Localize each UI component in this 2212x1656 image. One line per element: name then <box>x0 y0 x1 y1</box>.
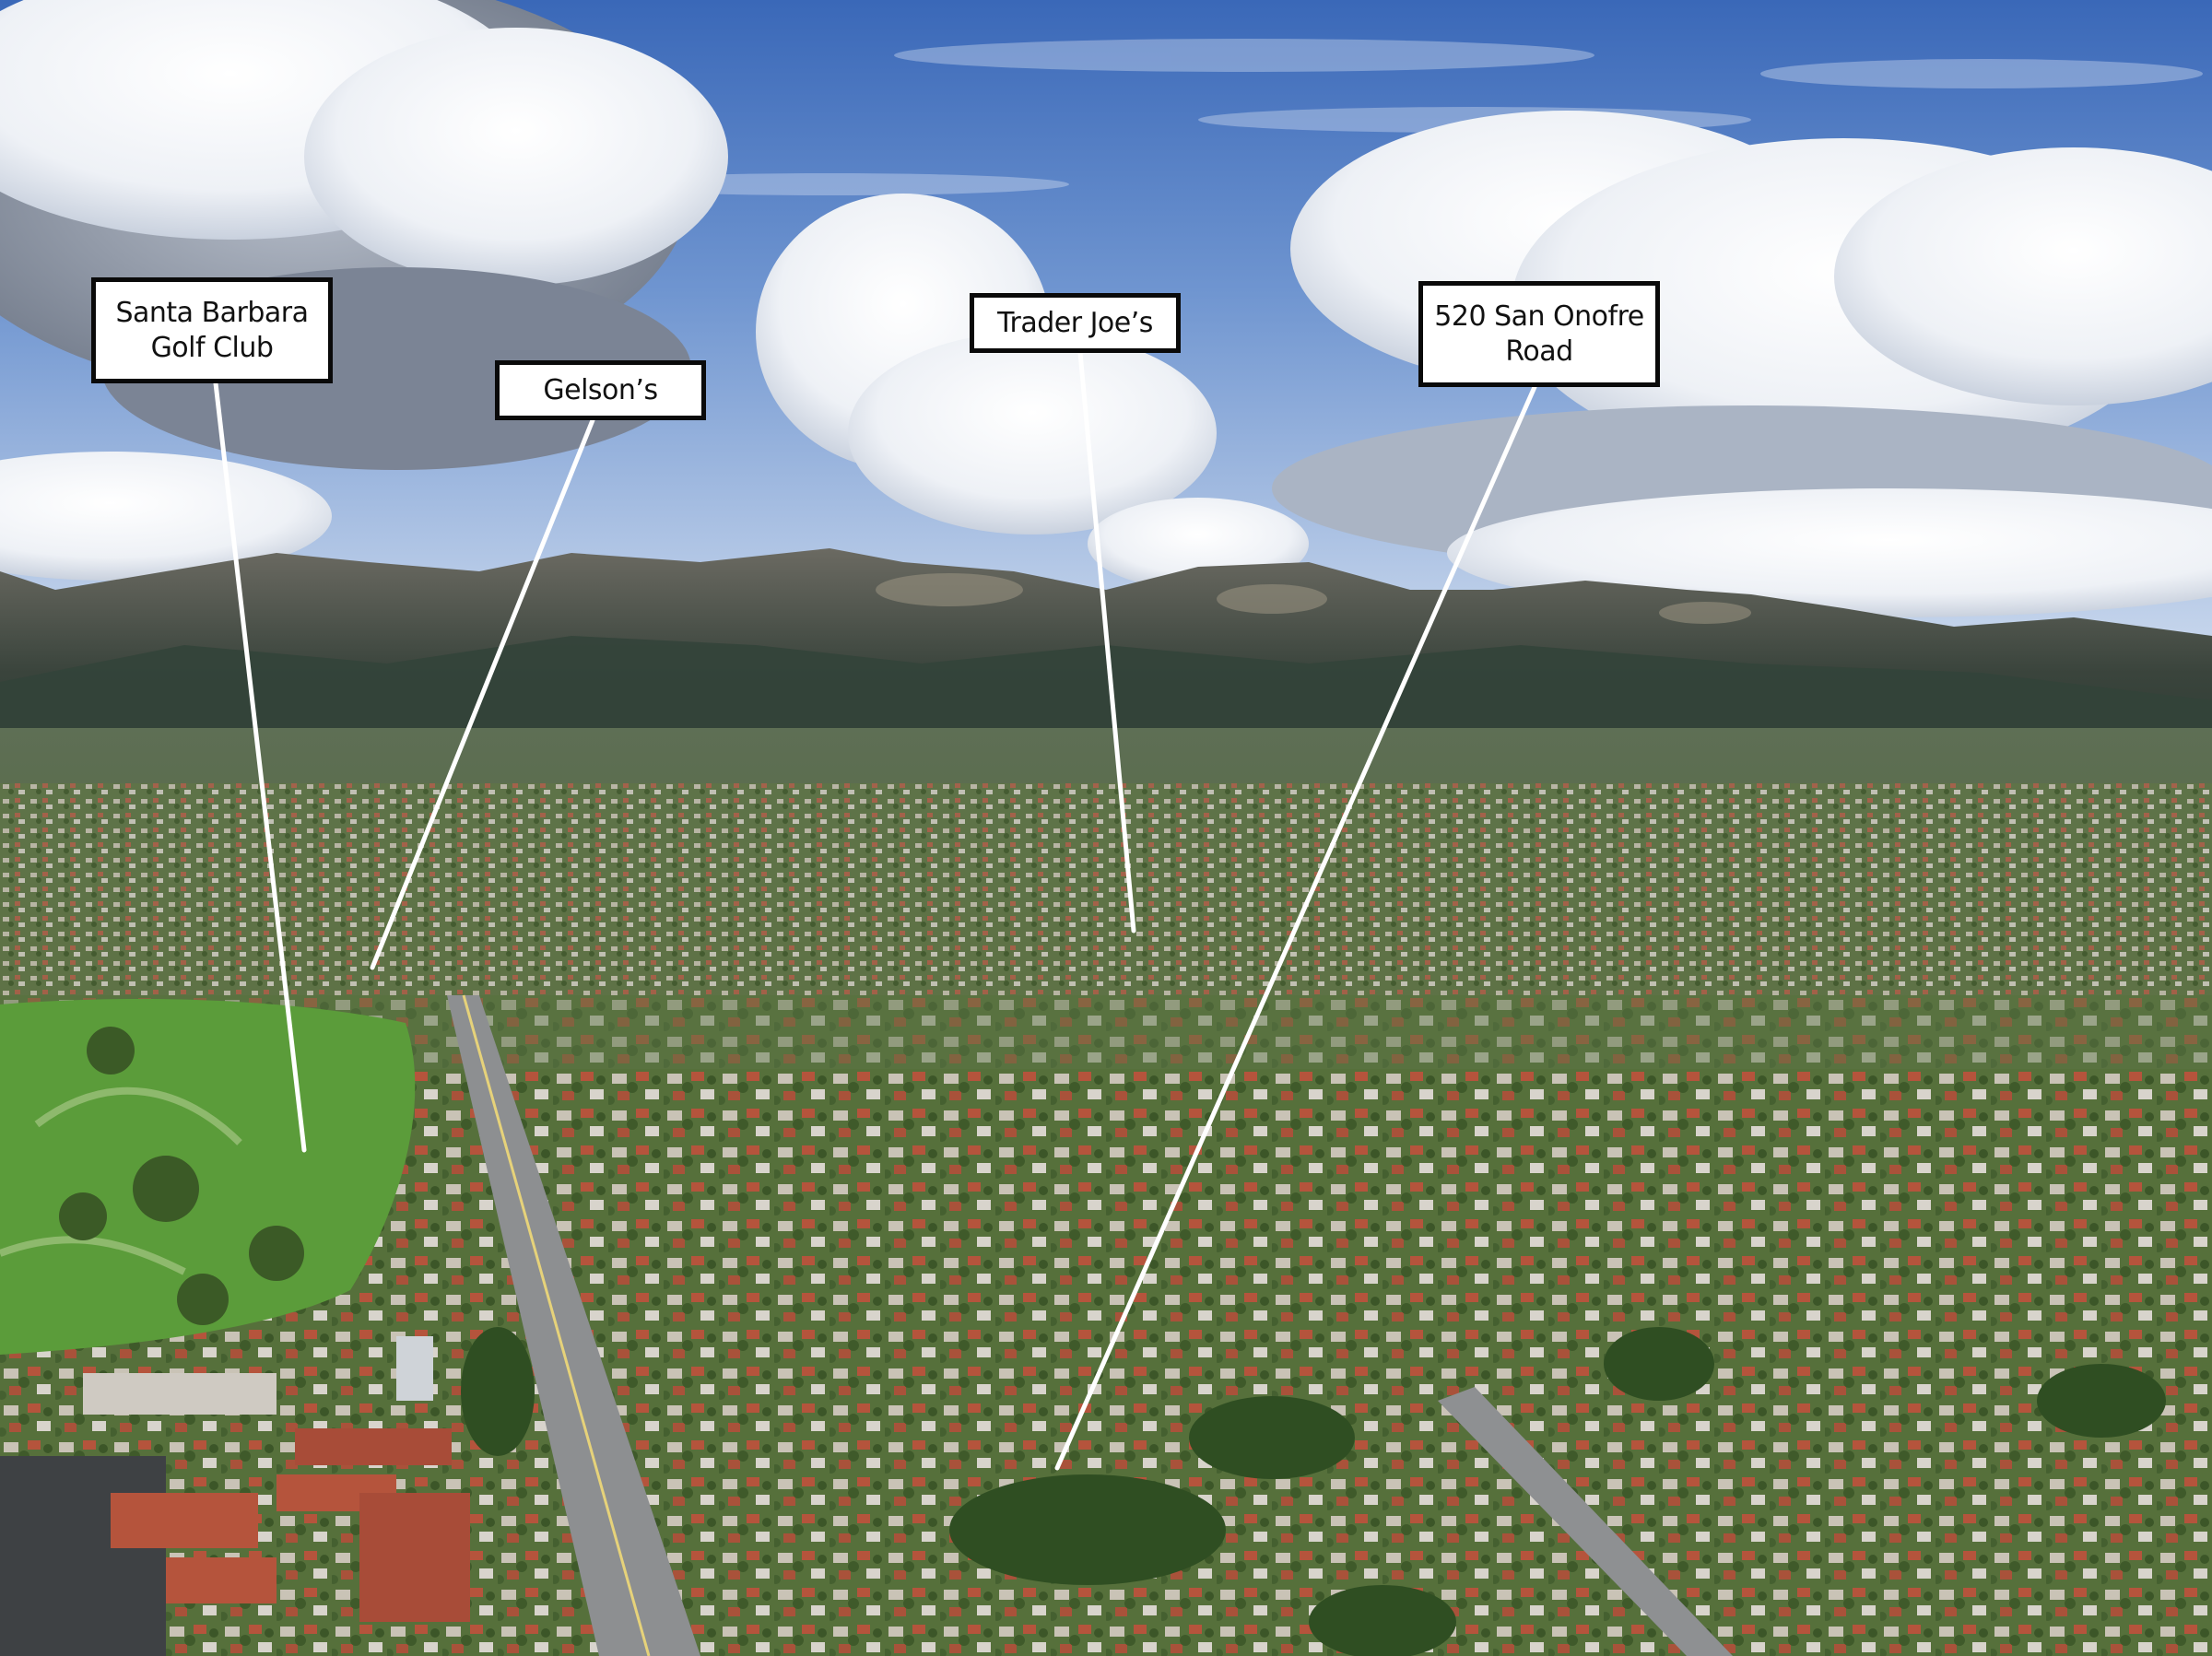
label-text-line: 520 San Onofre <box>1434 299 1644 333</box>
label-santa-barbara-golf-club: Santa Barbara Golf Club <box>91 277 333 383</box>
label-text-line: Santa Barbara <box>115 296 309 329</box>
leader-line-san-onofre <box>1054 384 1537 1471</box>
label-text-line: Road <box>1505 335 1573 368</box>
leader-line-golf-club <box>213 381 307 1153</box>
label-text-line: Gelson’s <box>543 373 658 406</box>
label-gelsons: Gelson’s <box>495 360 706 420</box>
label-text-line: Trader Joe’s <box>997 306 1153 339</box>
label-text-line: Golf Club <box>150 331 274 364</box>
label-san-onofre-road: 520 San Onofre Road <box>1418 281 1660 387</box>
label-trader-joes: Trader Joe’s <box>970 293 1181 353</box>
leader-line-gelsons <box>370 417 595 970</box>
leader-line-trader-joes <box>1077 350 1136 934</box>
